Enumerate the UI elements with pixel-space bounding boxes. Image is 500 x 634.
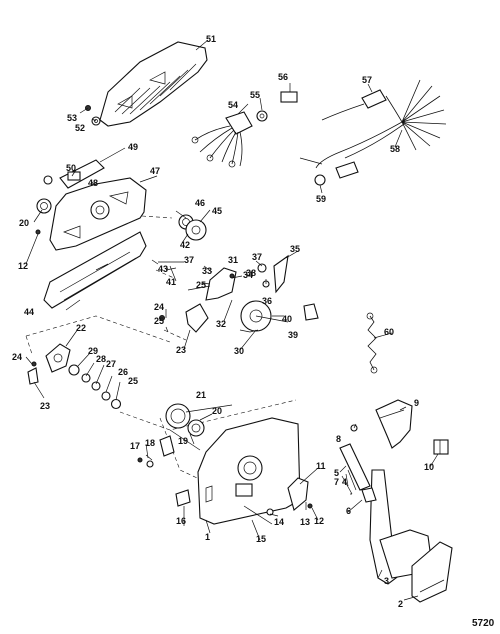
callout-12a: 12 — [18, 261, 28, 271]
callout-52: 52 — [75, 123, 85, 133]
callout-57: 57 — [362, 75, 372, 85]
callout-19: 19 — [178, 436, 188, 446]
callout-48: 48 — [88, 178, 98, 188]
callout-11: 11 — [316, 461, 326, 471]
callout-34: 34 — [243, 270, 253, 280]
callout-46: 46 — [195, 198, 205, 208]
callout-9: 9 — [414, 398, 419, 408]
callout-24b: 24 — [12, 352, 22, 362]
callout-49: 49 — [128, 142, 138, 152]
handle-and-knob-parts — [35, 159, 105, 235]
ring-and-seal-parts — [137, 403, 205, 507]
callout-44: 44 — [24, 307, 34, 317]
callout-3: 3 — [384, 576, 389, 586]
callout-36: 36 — [262, 296, 272, 306]
callout-29: 29 — [88, 346, 98, 356]
callout-7: 7 — [334, 477, 339, 487]
callout-37a: 37 — [184, 255, 194, 265]
callout-45: 45 — [212, 206, 222, 216]
callout-4: 4 — [342, 477, 347, 487]
remote-control-body-part — [169, 417, 301, 525]
callout-25b: 25 — [154, 316, 164, 326]
side-cover-part — [99, 41, 208, 127]
callout-21: 21 — [196, 390, 206, 400]
callout-16: 16 — [176, 516, 186, 526]
callout-32: 32 — [216, 319, 226, 329]
callout-10: 10 — [424, 462, 434, 472]
callout-50: 50 — [66, 163, 76, 173]
cover-plate-part — [43, 231, 147, 309]
callout-28: 28 — [96, 354, 106, 364]
callout-8: 8 — [336, 434, 341, 444]
trim-switch-harness-part — [191, 91, 298, 168]
callout-22: 22 — [76, 323, 86, 333]
callout-42: 42 — [180, 240, 190, 250]
control-housing-part — [49, 177, 147, 251]
callout-30: 30 — [234, 346, 244, 356]
callout-6: 6 — [346, 506, 351, 516]
callout-24a: 24 — [154, 302, 164, 312]
assembly-guide-lines — [25, 215, 297, 485]
throttle-cam-parts — [27, 343, 122, 410]
lanyard-part — [366, 312, 378, 374]
callout-58: 58 — [390, 144, 400, 154]
callout-53: 53 — [67, 113, 77, 123]
callout-20b: 20 — [212, 406, 222, 416]
callout-14: 14 — [274, 517, 284, 527]
callout-60: 60 — [384, 327, 394, 337]
callout-56: 56 — [278, 72, 288, 82]
callout-51: 51 — [206, 34, 216, 44]
wiring-harness-part — [299, 79, 447, 186]
control-handle-part — [369, 399, 453, 603]
callout-31: 31 — [228, 255, 238, 265]
link-and-pin-parts — [339, 424, 377, 503]
callout-15: 15 — [256, 534, 266, 544]
callout-47: 47 — [150, 166, 160, 176]
callout-labels: 51 53 52 54 55 56 57 58 59 49 50 47 48 2… — [12, 34, 434, 609]
callout-2: 2 — [398, 599, 403, 609]
figure-number: 5720 — [472, 618, 495, 629]
callout-13: 13 — [300, 517, 310, 527]
shift-mechanism-parts — [159, 254, 319, 333]
callout-37b: 37 — [252, 252, 262, 262]
callout-55: 55 — [250, 90, 260, 100]
callout-20a: 20 — [19, 218, 29, 228]
throttle-lever-parts — [243, 477, 313, 525]
callout-35: 35 — [290, 244, 300, 254]
callout-23a: 23 — [176, 345, 186, 355]
callout-27: 27 — [106, 359, 116, 369]
callout-41: 41 — [166, 277, 176, 287]
callout-26: 26 — [118, 367, 128, 377]
callout-12b: 12 — [314, 516, 324, 526]
callout-5: 5 — [334, 468, 339, 478]
callout-25c: 25 — [128, 376, 138, 386]
callout-43: 43 — [158, 264, 168, 274]
callout-18: 18 — [145, 438, 155, 448]
callout-23b: 23 — [40, 401, 50, 411]
callout-39: 39 — [288, 330, 298, 340]
leader-lines — [25, 39, 439, 601]
callout-33: 33 — [202, 266, 212, 276]
callout-17: 17 — [130, 441, 140, 451]
callout-59: 59 — [316, 194, 326, 204]
gasket-and-screw-parts — [151, 214, 207, 271]
callout-25a: 25 — [196, 280, 206, 290]
callout-40: 40 — [282, 314, 292, 324]
callout-54: 54 — [228, 100, 238, 110]
callout-38: 38 — [246, 268, 256, 278]
callout-1: 1 — [205, 532, 210, 542]
